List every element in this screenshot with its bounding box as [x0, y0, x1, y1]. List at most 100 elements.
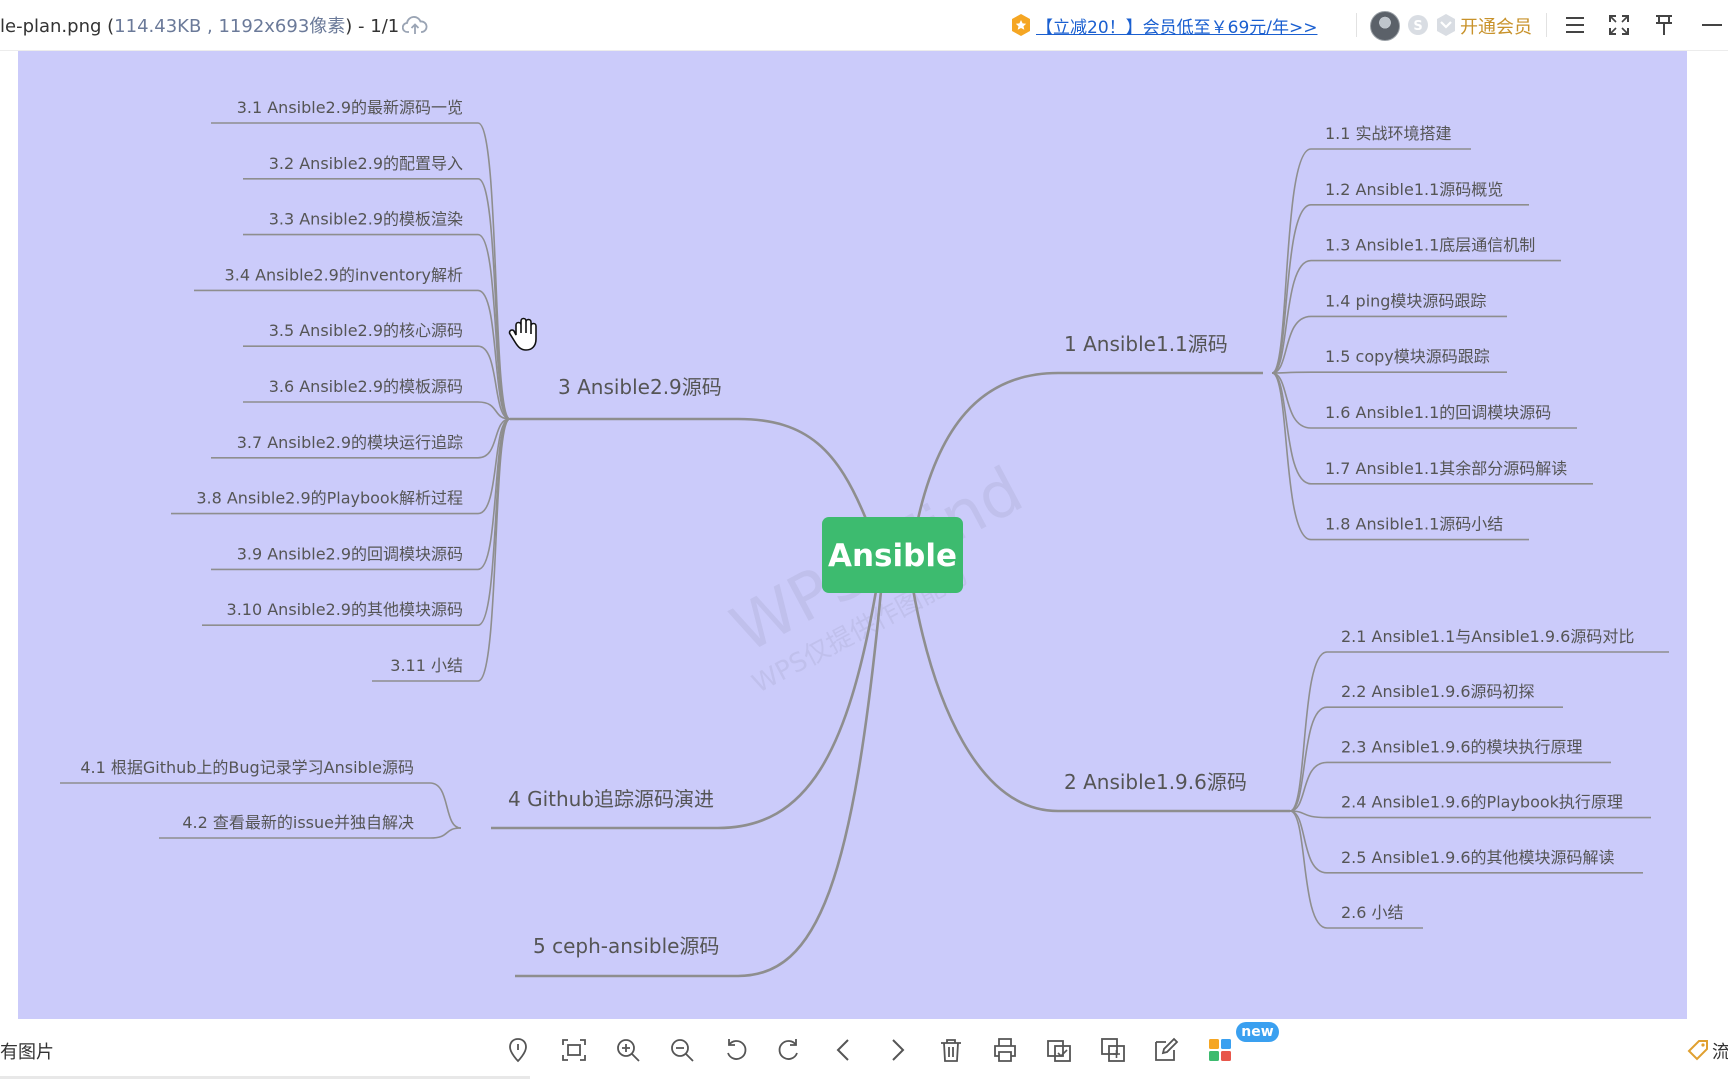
- node-connector: [243, 401, 511, 420]
- tag-icon[interactable]: [1686, 1038, 1710, 1062]
- branch-2-title[interactable]: 2 Ansible1.9.6源码: [1064, 770, 1247, 794]
- node-connector: [243, 345, 511, 420]
- image-canvas[interactable]: WPS Mind WPS仅提供作图能力 Ansible 1 Ansible1.1…: [18, 51, 1687, 1019]
- new-badge: new: [1236, 1022, 1279, 1042]
- node-connector: [159, 827, 462, 839]
- zoom-in-icon[interactable]: [614, 1036, 642, 1064]
- cloud-upload-icon[interactable]: [402, 13, 428, 37]
- mind-map-node[interactable]: 4.2 查看最新的issue并独自解决: [182, 813, 414, 832]
- node-connector: [1289, 810, 1651, 819]
- separator: [1356, 13, 1357, 37]
- branch-connector: [911, 588, 1290, 813]
- mind-map-node[interactable]: 3.2 Ansible2.9的配置导入: [269, 154, 463, 173]
- mind-map-leaves: 1.1 实战环境搭建 1.2 Ansible1.1源码概览 1.3 Ansible1…: [60, 98, 1669, 929]
- minimize-icon[interactable]: [1698, 12, 1724, 38]
- page-counter: ) - 1/1: [345, 16, 400, 37]
- node-connector: [202, 418, 511, 626]
- discount-badge-icon: [1012, 14, 1030, 36]
- file-title: le-plan.png (114.43KB , 1192x693像素) - 1/…: [0, 12, 399, 38]
- mind-map-node[interactable]: 3.11 小结: [390, 656, 463, 675]
- pin-icon[interactable]: [1651, 12, 1677, 38]
- node-connector: [1271, 372, 1529, 541]
- copy-icon[interactable]: [1099, 1036, 1127, 1064]
- branch-connector: [916, 371, 1263, 520]
- mind-map-node[interactable]: 4.1 根据Github上的Bug记录学习Ansible源码: [80, 758, 414, 777]
- separator: [1546, 13, 1547, 37]
- scroll-indicator: [0, 1076, 530, 1079]
- node-connector: [1289, 761, 1611, 812]
- hand-cursor-icon: [508, 317, 537, 351]
- branch-3-title[interactable]: 3 Ansible2.9源码: [558, 375, 722, 399]
- node-connector: [1289, 810, 1643, 874]
- mind-map-node[interactable]: 3.10 Ansible2.9的其他模块源码: [227, 600, 463, 619]
- title-bar: le-plan.png (114.43KB , 1192x693像素) - 1/…: [0, 0, 1728, 51]
- node-connector: [211, 418, 511, 571]
- coin-icon[interactable]: S: [1406, 12, 1430, 38]
- promo-banner[interactable]: 【立减20！】会员低至￥69元/年>>: [1010, 10, 1317, 40]
- node-connector: [1271, 371, 1507, 374]
- file-name: le-plan.png (: [0, 16, 115, 37]
- rotate-right-icon[interactable]: [775, 1036, 803, 1064]
- previous-icon[interactable]: [830, 1036, 858, 1064]
- file-meta: 114.43KB , 1192x693像素: [114, 16, 346, 37]
- mind-map-node[interactable]: 2.5 Ansible1.9.6的其他模块源码解读: [1341, 848, 1615, 867]
- mind-map-node[interactable]: 1.7 Ansible1.1其余部分源码解读: [1325, 459, 1567, 478]
- mind-map-node[interactable]: 1.8 Ansible1.1源码小结: [1325, 515, 1503, 534]
- mind-map-node[interactable]: 2.6 小结: [1341, 903, 1404, 922]
- mind-map-node[interactable]: 3.5 Ansible2.9的核心源码: [269, 321, 463, 340]
- node-connector: [211, 122, 511, 420]
- node-connector: [1271, 372, 1577, 429]
- edit-icon[interactable]: [1152, 1036, 1180, 1064]
- node-connector: [1289, 810, 1423, 929]
- node-connector: [171, 418, 511, 515]
- branch-connector: [491, 590, 878, 830]
- print-icon[interactable]: [991, 1036, 1019, 1064]
- node-connector: [1289, 651, 1669, 812]
- fullscreen-icon[interactable]: [1606, 12, 1632, 38]
- right-edge-label[interactable]: 流: [1712, 1042, 1728, 1063]
- fit-screen-icon[interactable]: [560, 1036, 588, 1064]
- mind-map-node[interactable]: 1.6 Ansible1.1的回调模块源码: [1325, 403, 1551, 422]
- mind-map-node[interactable]: 3.7 Ansible2.9的模块运行追踪: [237, 433, 463, 452]
- svg-text:S: S: [1413, 19, 1422, 34]
- apps-icon[interactable]: [1206, 1036, 1234, 1064]
- mind-map-node[interactable]: 1.1 实战环境搭建: [1325, 124, 1452, 143]
- bottom-toolbar: 有图片: [0, 1020, 1728, 1080]
- mind-map: WPS Mind WPS仅提供作图能力 Ansible 1 Ansible1.1…: [60, 98, 1669, 978]
- mind-map-node[interactable]: 3.9 Ansible2.9的回调模块源码: [237, 544, 463, 563]
- node-connector: [1271, 315, 1507, 374]
- mind-map-node[interactable]: 3.4 Ansible2.9的inventory解析: [225, 265, 463, 284]
- zoom-out-icon[interactable]: [668, 1036, 696, 1064]
- branch-1-title[interactable]: 1 Ansible1.1源码: [1064, 332, 1228, 356]
- vip-icon[interactable]: [1434, 12, 1458, 38]
- mind-map-node[interactable]: 3.3 Ansible2.9的模板渲染: [269, 210, 463, 229]
- menu-icon[interactable]: [1562, 12, 1588, 38]
- branch-4-title[interactable]: 4 Github追踪源码演进: [508, 787, 714, 811]
- mind-map-node[interactable]: 2.3 Ansible1.9.6的模块执行原理: [1341, 737, 1583, 756]
- delete-icon[interactable]: [937, 1036, 965, 1064]
- mind-map-node[interactable]: 1.3 Ansible1.1底层通信机制: [1325, 236, 1535, 255]
- next-icon[interactable]: [883, 1036, 911, 1064]
- node-connector: [60, 782, 462, 829]
- mind-map-node[interactable]: 1.2 Ansible1.1源码概览: [1325, 180, 1503, 199]
- promo-link[interactable]: 【立减20！】会员低至￥69元/年>>: [1036, 17, 1318, 38]
- mind-map-node[interactable]: 3.6 Ansible2.9的模板源码: [269, 377, 463, 396]
- node-connector: [211, 418, 511, 459]
- mind-map-node[interactable]: 2.2 Ansible1.9.6源码初探: [1341, 682, 1535, 701]
- branch-5-title[interactable]: 5 ceph-ansible源码: [533, 934, 719, 958]
- locate-icon[interactable]: [504, 1036, 532, 1064]
- mind-map-node[interactable]: 2.4 Ansible1.9.6的Playbook执行原理: [1341, 793, 1623, 812]
- compare-icon[interactable]: [1045, 1036, 1073, 1064]
- root-node[interactable]: [822, 517, 963, 593]
- rotate-left-icon[interactable]: [722, 1036, 750, 1064]
- mind-map-node[interactable]: 1.4 ping模块源码跟踪: [1325, 291, 1486, 310]
- node-connector: [1271, 372, 1593, 485]
- mind-map-node[interactable]: 3.8 Ansible2.9的Playbook解析过程: [196, 489, 463, 508]
- mind-map-node[interactable]: 1.5 copy模块源码跟踪: [1325, 347, 1490, 366]
- mind-map-node[interactable]: 3.1 Ansible2.9的最新源码一览: [237, 98, 463, 117]
- node-connector: [1289, 706, 1563, 812]
- mind-map-node[interactable]: 2.1 Ansible1.1与Ansible1.9.6源码对比: [1341, 627, 1634, 646]
- open-vip-label[interactable]: 开通会员: [1460, 17, 1532, 38]
- avatar[interactable]: [1370, 11, 1400, 41]
- all-images-label[interactable]: 有图片: [0, 1042, 54, 1063]
